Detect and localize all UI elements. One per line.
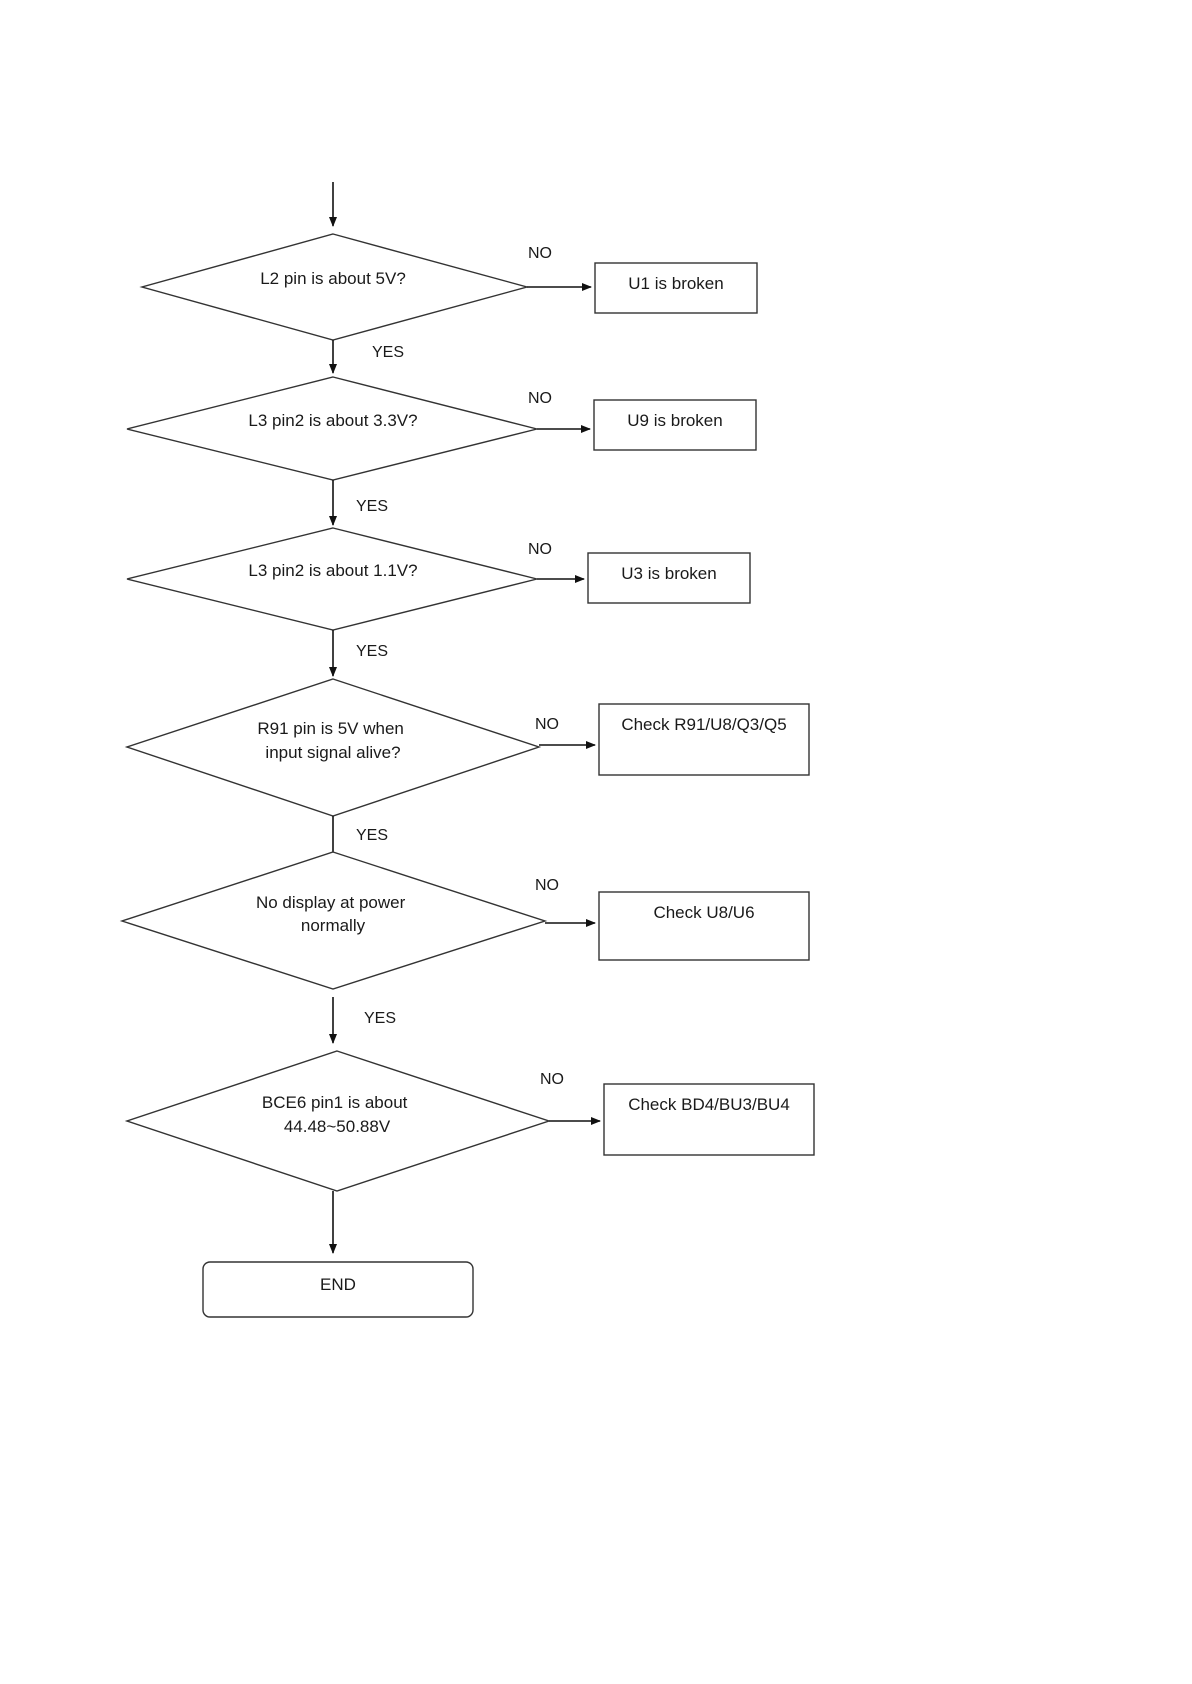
outcome-5: Check U8/U6 <box>599 892 809 960</box>
decision-4-line-2: input signal alive? <box>265 743 400 762</box>
decision-6: BCE6 pin1 is about 44.48~50.88V <box>127 1051 549 1191</box>
outcome-6-line-1: Check BD4/BU3/BU4 <box>628 1095 790 1114</box>
decision-2: L3 pin2 is about 3.3V? <box>127 377 537 480</box>
outcome-3: U3 is broken <box>588 553 750 603</box>
outcome-5-label: Check U8/U6 <box>653 903 754 922</box>
decision-3: L3 pin2 is about 1.1V? <box>127 528 537 630</box>
decision-4: R91 pin is 5V when input signal alive? <box>127 679 539 816</box>
decision-5: No display at power normally <box>122 852 545 989</box>
outcome-2-label: U9 is broken <box>627 411 722 430</box>
yes-label-2: YES <box>356 498 388 515</box>
outcome-2-line-1: U9 is broken <box>627 411 722 430</box>
no-label-3: NO <box>528 541 552 558</box>
end-terminal: END <box>203 1262 473 1317</box>
outcome-1-label: U1 is broken <box>628 274 723 293</box>
yes-label-5: YES <box>364 1010 396 1027</box>
yes-label-4: YES <box>356 827 388 844</box>
outcome-3-line-1: U3 is broken <box>621 564 716 583</box>
no-label-5: NO <box>535 877 559 894</box>
decision-5-line-2: normally <box>301 916 366 935</box>
outcome-4-label: Check R91/U8/Q3/Q5 <box>621 715 786 734</box>
outcome-6-label: Check BD4/BU3/BU4 <box>628 1095 790 1114</box>
outcome-4-line-1: Check R91/U8/Q3/Q5 <box>621 715 786 734</box>
decision-6-line-2: 44.48~50.88V <box>284 1117 391 1136</box>
outcome-6: Check BD4/BU3/BU4 <box>604 1084 814 1155</box>
decision-5-line-1: No display at power <box>256 893 406 912</box>
outcome-4: Check R91/U8/Q3/Q5 <box>599 704 809 775</box>
outcome-1-line-1: U1 is broken <box>628 274 723 293</box>
no-label-1: NO <box>528 245 552 262</box>
end-terminal-label: END <box>320 1275 356 1294</box>
no-label-4: NO <box>535 716 559 733</box>
decision-2-line-1: L3 pin2 is about 3.3V? <box>248 411 417 430</box>
yes-label-1: YES <box>372 344 404 361</box>
no-label-2: NO <box>528 390 552 407</box>
outcome-2: U9 is broken <box>594 400 756 450</box>
outcome-1: U1 is broken <box>595 263 757 313</box>
yes-label-3: YES <box>356 643 388 660</box>
decision-6-line-1: BCE6 pin1 is about <box>262 1093 408 1112</box>
decision-2-label: L3 pin2 is about 3.3V? <box>248 411 417 430</box>
decision-4-line-1: R91 pin is 5V when <box>257 719 403 738</box>
decision-1-label: L2 pin is about 5V? <box>260 269 406 288</box>
outcome-5-line-1: Check U8/U6 <box>653 903 754 922</box>
outcome-3-label: U3 is broken <box>621 564 716 583</box>
decision-1-line-1: L2 pin is about 5V? <box>260 269 406 288</box>
no-label-6: NO <box>540 1071 564 1088</box>
decision-3-label: L3 pin2 is about 1.1V? <box>248 561 417 580</box>
decision-1: L2 pin is about 5V? <box>142 234 527 340</box>
decision-3-line-1: L3 pin2 is about 1.1V? <box>248 561 417 580</box>
